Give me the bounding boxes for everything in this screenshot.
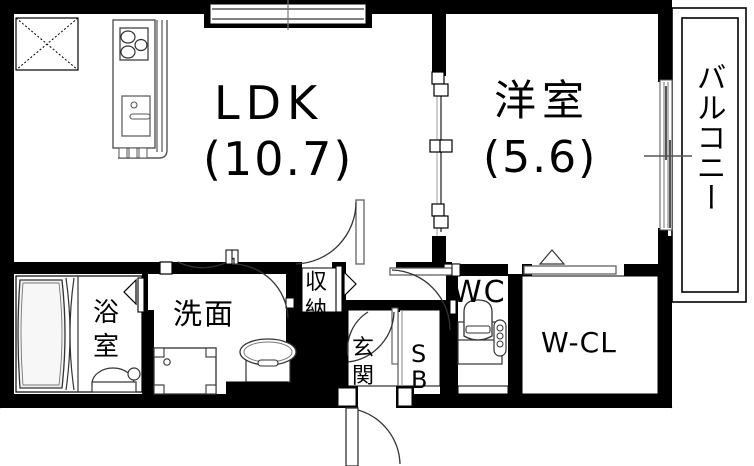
label-balcony: バルコニー — [690, 62, 726, 212]
label-shoebox-line2: B — [411, 366, 428, 394]
label-washroom: 洗面 — [173, 297, 236, 331]
kitchen-sink — [121, 95, 151, 137]
bath-folding-door[interactable] — [123, 277, 145, 313]
label-bedroom-area: (5.6) — [483, 132, 598, 183]
label-bedroom-name: 洋室 — [494, 76, 591, 125]
label-entrance-line2: 関 — [352, 364, 375, 389]
washroom-door[interactable] — [225, 249, 295, 319]
hall-door-genkan[interactable] — [346, 307, 399, 365]
label-closet-small-line1: 収 — [305, 270, 328, 295]
hall-door-upper[interactable] — [295, 199, 365, 265]
sliding-partition[interactable] — [429, 71, 459, 275]
label-closet-small-line2: 納 — [305, 298, 328, 323]
wall-group — [0, 0, 672, 408]
label-ldk-area: (10.7) — [203, 132, 354, 186]
washing-machine-pan — [153, 347, 217, 395]
balcony-sliding-door[interactable] — [644, 79, 692, 231]
kitchen-counter — [112, 19, 168, 159]
entrance-area — [337, 306, 441, 466]
label-walk-in-closet: W-CL — [541, 326, 617, 359]
wall-bevel — [0, 0, 672, 408]
label-ldk-name: LDK — [214, 76, 324, 130]
label-shoebox-line1: S — [411, 340, 427, 368]
three-burner-stove — [119, 27, 149, 61]
closet-small-interior — [301, 265, 357, 313]
toilet-unit — [449, 263, 507, 365]
hall-step-line — [226, 381, 509, 395]
entrance-door[interactable] — [337, 387, 413, 466]
washroom-fixtures — [153, 249, 297, 395]
bathroom-fixtures — [15, 275, 145, 393]
label-bath-line1: 浴 — [93, 298, 120, 328]
walk-in-closet-box — [521, 249, 659, 395]
window-top — [209, 0, 367, 30]
vanity-basin — [239, 338, 297, 383]
pipe-shaft-box — [15, 17, 79, 71]
toilet-door[interactable] — [449, 263, 461, 315]
label-entrance-line1: 玄 — [352, 336, 375, 361]
label-toilet: WC — [452, 275, 507, 310]
wcl-sliding-door[interactable] — [523, 249, 617, 275]
bath-washbowl — [91, 367, 141, 393]
label-bath-line2: 室 — [93, 332, 120, 362]
